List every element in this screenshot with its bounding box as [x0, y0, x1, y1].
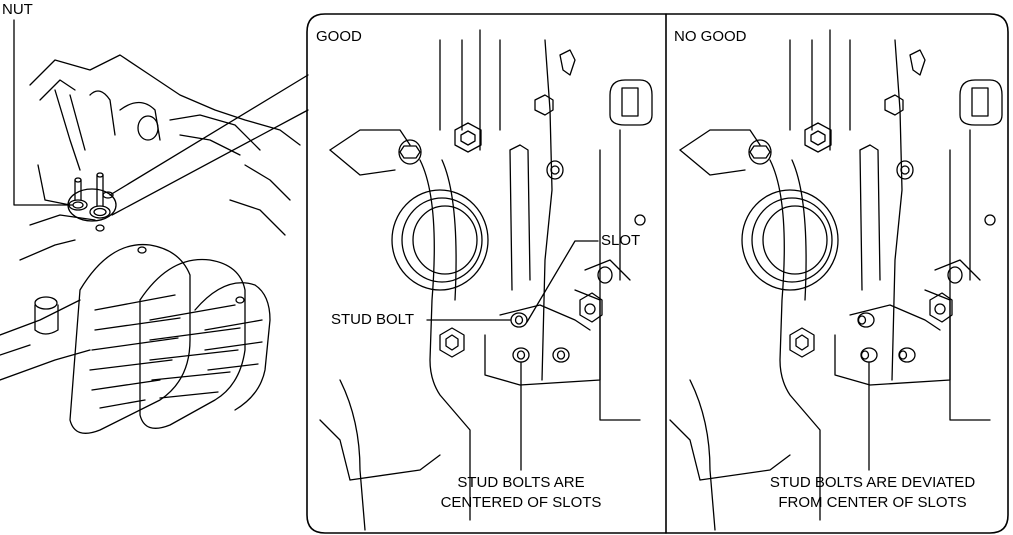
nogood-panel-title: NO GOOD	[674, 28, 747, 45]
nut-label: NUT	[2, 1, 33, 18]
good-caption-line1: STUD BOLTS ARE	[457, 474, 585, 491]
good-panel-title: GOOD	[316, 28, 362, 45]
nogood-panel-drawing	[669, 29, 1003, 531]
nogood-caption-line2: FROM CENTER OF SLOTS	[778, 494, 967, 511]
engine-overview-drawing	[0, 54, 301, 434]
nogood-stud-bolts	[857, 312, 916, 363]
good-panel-drawing	[319, 29, 653, 531]
slot-label: SLOT	[601, 232, 641, 249]
good-caption-line2: CENTERED OF SLOTS	[440, 494, 602, 511]
good-stud-bolts	[510, 312, 570, 363]
comparison-frame	[306, 13, 1009, 534]
good-leaders	[426, 240, 599, 471]
stud-bolt-label: STUD BOLT	[331, 311, 415, 328]
nogood-caption-line1: STUD BOLTS ARE DEVIATED	[769, 474, 976, 491]
nut-leader	[13, 19, 73, 206]
nut-cluster	[68, 172, 114, 232]
zoom-connector-lines	[67, 74, 309, 222]
